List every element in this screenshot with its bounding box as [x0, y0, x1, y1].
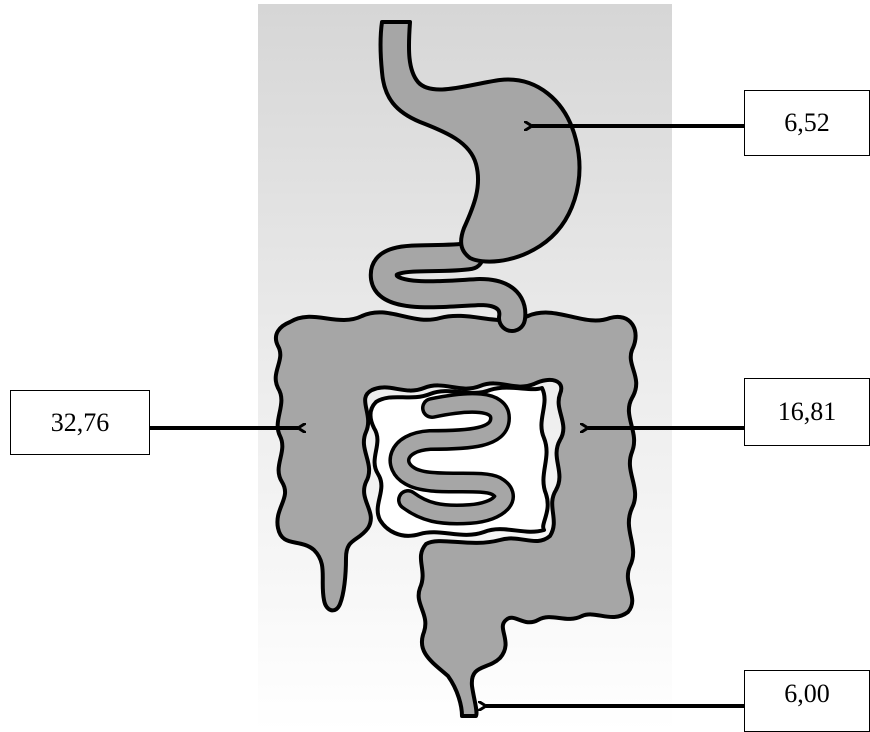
bottom-value: 6,00 — [784, 679, 830, 709]
left-value: 32,76 — [51, 408, 110, 438]
right-value-box: 16,81 — [744, 378, 870, 446]
stomach-value: 6,52 — [784, 108, 830, 138]
bottom-value-box: 6,00 — [744, 670, 870, 732]
left-value-box: 32,76 — [10, 390, 150, 455]
right-value: 16,81 — [778, 397, 837, 427]
stomach-value-box: 6,52 — [744, 90, 870, 156]
